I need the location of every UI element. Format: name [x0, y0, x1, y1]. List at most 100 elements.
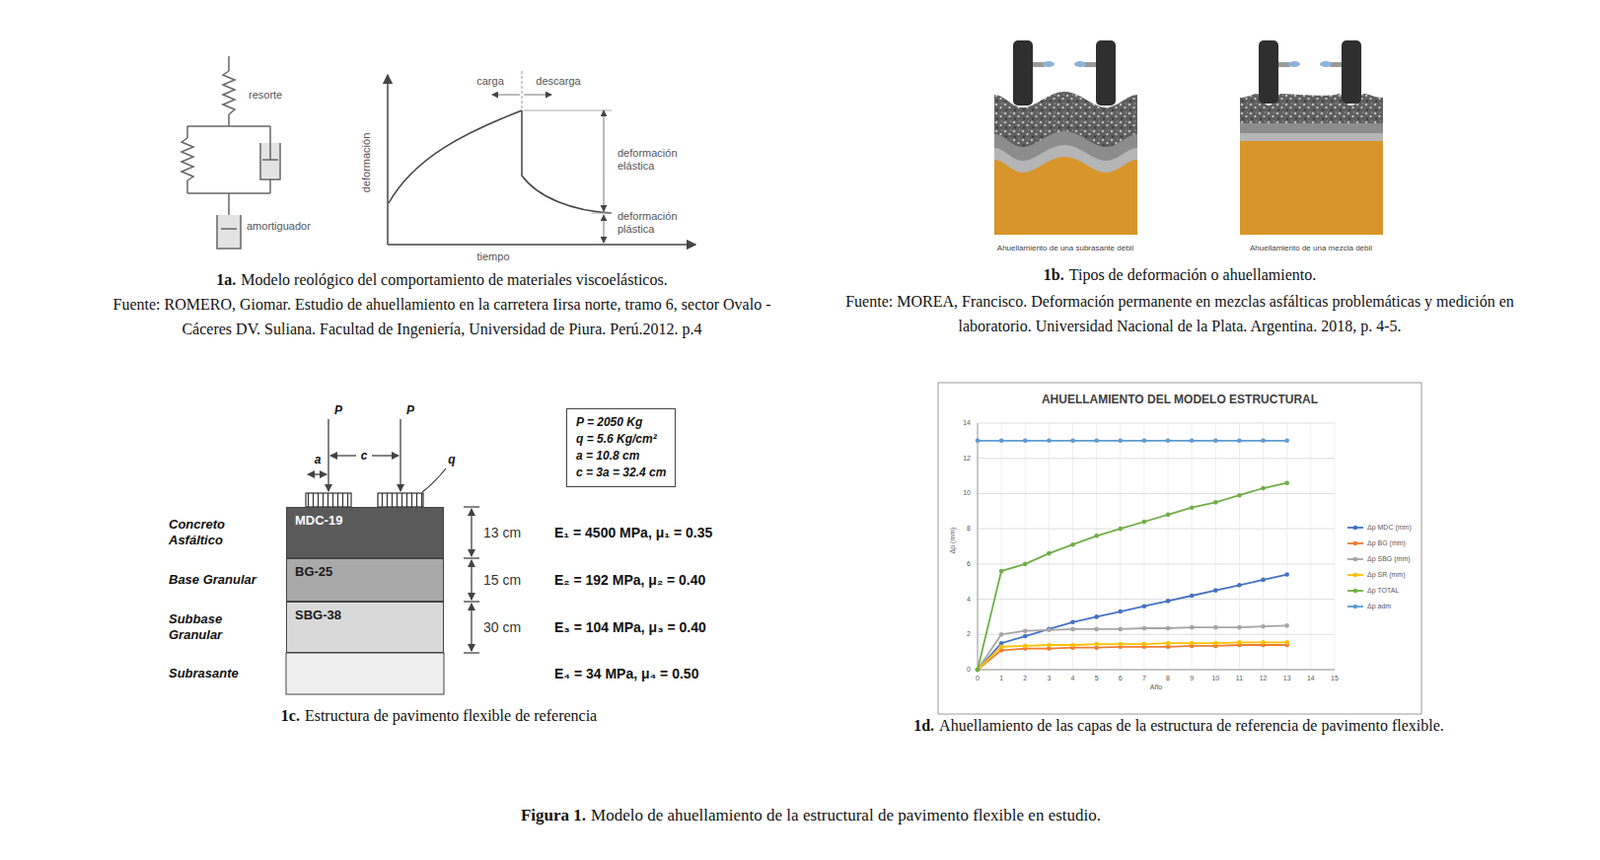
creep-recovery-graph	[387, 71, 696, 245]
deformation-label: deformación plástica	[617, 210, 697, 236]
data-point	[1117, 609, 1123, 615]
caption-line: 1d.Ahuellamiento de las capas de la estr…	[913, 717, 1445, 735]
data-point	[1189, 438, 1195, 444]
load-parameter: c = 3a = 32.4 cm	[576, 464, 666, 482]
data-series	[977, 625, 1288, 670]
data-point	[1070, 438, 1076, 444]
caption-number: 1b.	[1043, 266, 1065, 285]
pressure-symbol: q	[447, 452, 455, 467]
chart-frame	[938, 382, 1422, 715]
caption-line: 1b.Tipos de deformación o ahuellamiento.	[1043, 266, 1316, 285]
gridline	[1286, 423, 1288, 670]
data-point	[1236, 493, 1242, 499]
tick-label: 12	[1259, 674, 1268, 683]
gridline	[1333, 423, 1335, 670]
tick-label: 14	[1307, 674, 1315, 683]
data-point	[1165, 641, 1171, 647]
subgrade-rutting-illustration	[994, 40, 1138, 235]
legend-sample-marker	[1353, 573, 1359, 579]
caption-number: 1c.	[281, 707, 300, 726]
data-point	[1070, 619, 1076, 625]
load-parameter: P = 2050 Kg	[576, 414, 666, 432]
data-point	[1213, 625, 1219, 631]
tick-label: 15	[1330, 674, 1339, 683]
legend-text: Δp adm	[1367, 602, 1391, 611]
data-point	[999, 644, 1005, 650]
caption-line: 1a.Modelo reológico del comportamiento d…	[216, 271, 667, 290]
data-point	[1213, 438, 1219, 444]
gridline	[977, 598, 1335, 600]
layer-code: BG-25	[294, 564, 436, 581]
data-point	[1236, 582, 1242, 588]
data-point	[1022, 438, 1028, 444]
load-parameters-box: P = 2050 Kgq = 5.6 Kg/cm²a = 10.8 cmc = …	[566, 408, 676, 488]
data-point	[1093, 614, 1099, 620]
axis-label: Δp (mm)	[948, 527, 957, 555]
gridline	[1262, 423, 1264, 670]
gridline	[977, 457, 1335, 459]
data-point	[1022, 644, 1028, 650]
tick-label: 13	[1283, 674, 1292, 683]
tick-label: 7	[1142, 674, 1147, 683]
data-point	[1117, 526, 1123, 532]
data-point	[1165, 438, 1171, 444]
data-point	[1165, 598, 1171, 604]
tick-label: 0	[966, 665, 971, 674]
data-point	[1284, 623, 1290, 629]
data-point	[999, 632, 1005, 638]
gridline	[1191, 423, 1193, 670]
caption-line: 1c.Estructura de pavimento flexible de r…	[281, 707, 597, 726]
thickness-dimension: 13 cm	[483, 524, 521, 542]
legend-sample-marker	[1353, 557, 1359, 563]
legend-sample-marker	[1353, 525, 1359, 531]
data-point	[1142, 626, 1148, 632]
layer-name: Concreto Asfáltico	[168, 516, 248, 548]
data-point	[975, 667, 981, 673]
data-point	[1260, 640, 1266, 646]
caption-line: Figura 1.Modelo de ahuellamiento de la e…	[520, 805, 1101, 826]
gridline	[1095, 423, 1097, 670]
tick-label: 5	[1094, 674, 1099, 683]
layer-modulus: E₁ = 4500 MPa, μ₁ = 0.35	[554, 524, 713, 542]
data-point	[1260, 438, 1266, 444]
tick-label: 0	[975, 674, 980, 683]
asphalt-layer: MDC-19	[286, 507, 444, 559]
data-point	[1236, 625, 1242, 631]
data-point	[1093, 642, 1099, 648]
axis-label: Año	[1150, 683, 1163, 692]
tick-label: 1	[999, 674, 1004, 683]
layer-name: Subrasante	[168, 665, 239, 682]
illustration-label: Ahuellamiento de una mezcla débil	[1249, 243, 1373, 254]
data-point	[1236, 438, 1242, 444]
data-point	[1213, 641, 1219, 647]
data-point	[1260, 486, 1266, 492]
data-point	[1046, 551, 1052, 557]
data-point	[1165, 512, 1171, 518]
load-parameter: a = 10.8 cm	[576, 447, 666, 465]
y-axis	[977, 423, 979, 670]
tick-label: 4	[966, 594, 971, 603]
data-point	[1165, 626, 1171, 632]
tick-label: 8	[1165, 674, 1170, 683]
data-point	[1260, 624, 1266, 630]
tick-label: 11	[1236, 674, 1243, 683]
data-point	[1093, 627, 1099, 633]
data-point	[999, 438, 1005, 444]
axis-label: deformación	[360, 133, 373, 194]
gridline	[977, 422, 1335, 424]
legend-sample-marker	[1353, 604, 1359, 610]
caption-text: Ahuellamiento de las capas de la estruct…	[939, 717, 1445, 735]
data-point	[1142, 519, 1148, 525]
data-point	[975, 667, 981, 673]
data-point	[1046, 438, 1052, 444]
data-point	[1093, 438, 1099, 444]
data-point	[1142, 438, 1148, 444]
layer-name: Subbase Granular	[168, 611, 248, 643]
tick-label: 12	[962, 453, 971, 462]
phase-label: descarga	[535, 74, 581, 88]
data-point	[1284, 480, 1290, 486]
axis-label: tiempo	[476, 250, 510, 264]
gridline	[1238, 423, 1240, 670]
tick-label: 6	[1118, 674, 1123, 683]
